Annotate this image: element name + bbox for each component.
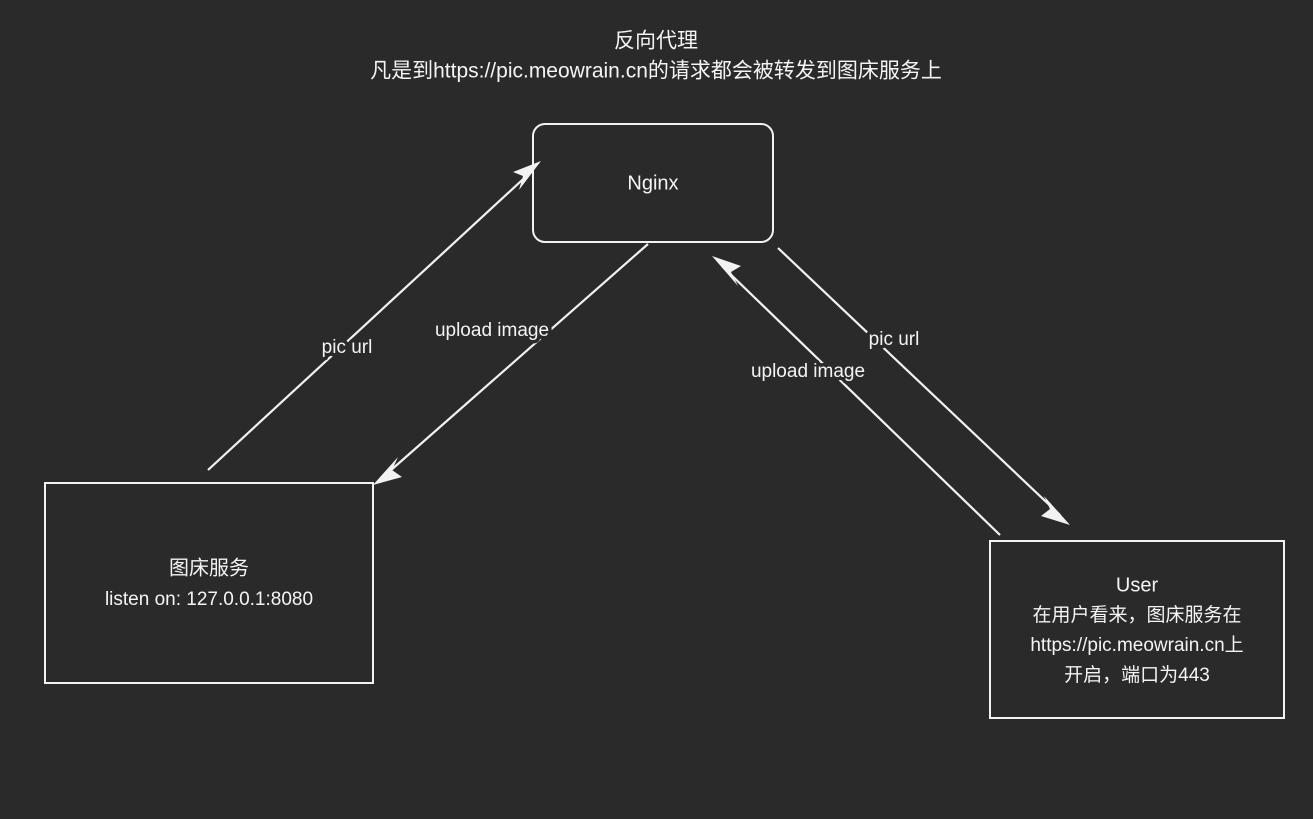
arrowhead-into-user-top <box>1041 496 1070 525</box>
edge-label-nginx-to-user-picurl: pic url <box>869 329 920 350</box>
node-image-service[interactable]: 图床服务 listen on: 127.0.0.1:8080 <box>44 482 374 684</box>
edge-service-to-nginx-picurl <box>207 161 541 471</box>
arrowhead-into-nginx-bottom <box>712 256 741 286</box>
diagram-title-line2: 凡是到https://pic.meowrain.cn的请求都会被转发到图床服务上 <box>370 60 942 83</box>
edge-label-nginx-to-service-upload: upload image <box>435 320 549 341</box>
edge-label-user-to-nginx-upload: upload image <box>751 361 865 382</box>
node-nginx-label: Nginx <box>627 172 678 194</box>
node-user[interactable]: User 在用户看来，图床服务在 https://pic.meowrain.cn… <box>989 540 1285 719</box>
diagram-title-line1: 反向代理 <box>614 30 698 53</box>
node-nginx-box[interactable] <box>532 123 774 243</box>
node-image-service-box[interactable] <box>44 482 374 684</box>
edge-user-to-nginx-upload <box>712 256 1001 536</box>
node-user-desc-line3: 开启，端口为443 <box>1064 664 1210 686</box>
node-user-box[interactable] <box>989 540 1285 719</box>
node-image-service-label: 图床服务 <box>169 556 249 579</box>
node-user-desc-line2: https://pic.meowrain.cn上 <box>1030 634 1243 656</box>
node-user-label: User <box>1116 574 1159 596</box>
edge-label-service-to-nginx-picurl: pic url <box>322 337 373 358</box>
arrowhead-into-service-top <box>373 457 402 485</box>
node-nginx[interactable]: Nginx <box>532 123 774 243</box>
edge-nginx-to-service-upload <box>373 243 649 485</box>
edge-nginx-to-user-picurl <box>777 247 1070 525</box>
edge-line-nginx-to-service-upload <box>381 243 649 479</box>
node-user-desc-line1: 在用户看来，图床服务在 <box>1032 604 1241 626</box>
node-image-service-listen: listen on: 127.0.0.1:8080 <box>105 589 313 610</box>
edge-line-service-to-nginx-picurl <box>207 169 534 471</box>
edge-line-nginx-to-user-picurl <box>777 247 1061 516</box>
edge-line-user-to-nginx-upload <box>721 265 1001 536</box>
